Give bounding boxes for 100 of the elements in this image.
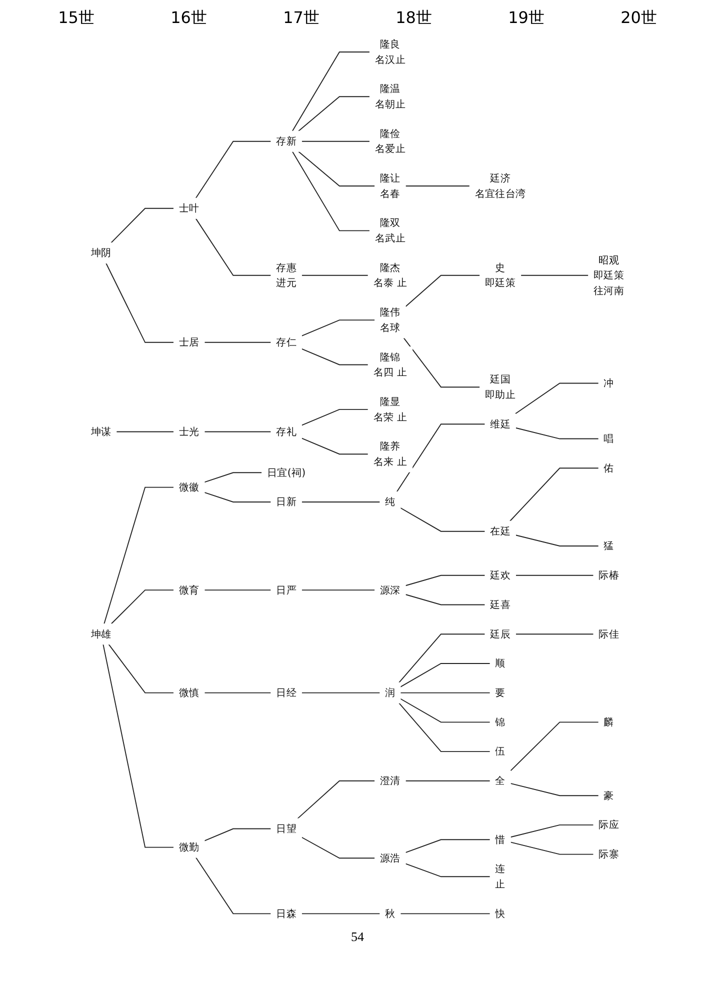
connector [405,780,491,782]
connector [405,574,486,586]
node-text: 际应 [598,818,620,831]
connector [292,52,370,132]
connector [204,828,272,842]
node-text: 坤谋 [90,425,112,438]
page-number: 54 [351,929,364,944]
node-text: 廷济 名宜往台湾 [474,172,526,200]
connector [301,692,380,694]
node-text: 要 [495,686,506,699]
node-text: 唱 [604,432,614,445]
generation-heading: 16世 [170,8,207,29]
connector [301,348,369,366]
generation-heading: 17世 [283,8,320,29]
node-text: 廷辰 [490,628,511,640]
node-text: 微慎 [178,686,200,699]
connector [301,140,370,142]
connector [400,913,491,914]
node-text: 日宜(祠) [266,466,306,478]
connector [204,472,262,483]
connector [515,574,594,576]
connector [510,722,600,772]
connector [204,590,272,591]
connector [301,408,369,426]
node-text: 隆杰 名泰 止 [373,261,408,289]
connector [520,274,589,276]
node-text: 连 止 [495,862,506,890]
node-text: 冲 [604,376,614,389]
connector [195,857,272,914]
node-text: 日新 [276,496,297,508]
connector [110,208,174,244]
node-text: 廷国 即助止 [485,373,516,400]
connector [204,342,272,343]
node-text: 日森 [276,907,297,920]
connector [400,663,491,688]
node-text: 隆锦 名四 止 [373,350,408,378]
node-text: 豪 [604,789,614,802]
node-text: 存礼 [276,425,297,438]
node-text: 源深 [380,584,400,596]
connector [515,427,600,440]
generation-heading: 15世 [58,8,94,29]
node-text: 全 [495,774,506,787]
node-text: 微育 [178,584,200,596]
connector [297,780,376,820]
connector [301,274,369,276]
node-text: 伍 [495,745,506,758]
connector [400,692,491,694]
connector [301,438,369,455]
connector [509,468,600,522]
node-text: 麟 [604,716,614,728]
node-text: 史 即廷策 [485,261,516,289]
connector [515,634,594,635]
connector [396,424,486,492]
connector [405,839,491,854]
connector [116,431,174,432]
connector [510,782,600,796]
connector [301,836,376,859]
connector [514,382,600,414]
connector [298,151,376,186]
node-text: 快 [495,907,506,920]
node-text: 顺 [495,657,506,670]
connector [405,274,480,308]
connector [403,337,480,388]
connector [106,262,174,343]
node-text: 纯 [385,496,396,508]
connector [510,842,594,855]
connector [405,863,491,878]
generation-heading: 18世 [396,8,432,29]
connector [292,151,370,232]
node-text: 隆双 名武止 [374,216,406,244]
node-text: 锦 [495,716,506,728]
node-text: 际寨 [598,848,620,860]
connector [398,634,486,684]
connector [110,590,174,624]
connector [405,594,486,606]
node-text: 士居 [178,336,200,348]
node-text: 澄清 [380,774,400,787]
connector [400,698,491,723]
connector [204,492,272,502]
connector [298,96,370,132]
node-text: 廷喜 [490,598,511,610]
node-text: 隆俭 名爱止 [374,127,406,155]
node-text: 昭观 即廷策 往河南 [594,254,624,296]
node-text: 维廷 [490,418,511,430]
node-text: 士光 [178,425,200,438]
node-text: 微徽 [178,480,200,494]
node-text: 日经 [276,686,297,699]
connector [400,507,486,532]
node-text: 士叶 [178,202,200,214]
node-text: 坤雄 [90,628,112,640]
node-text: 日望 [276,822,297,835]
node-text: 微勤 [178,840,200,854]
generation-heading: 20世 [620,8,657,29]
connector [204,431,272,432]
generation-heading: 19世 [508,8,544,29]
node-text: 日严 [276,584,297,596]
node-text: 佑 [604,462,614,474]
connector [108,644,174,694]
node-text: 隆显 名荣 止 [373,395,408,423]
node-text: 隆良 名汉止 [374,38,406,66]
